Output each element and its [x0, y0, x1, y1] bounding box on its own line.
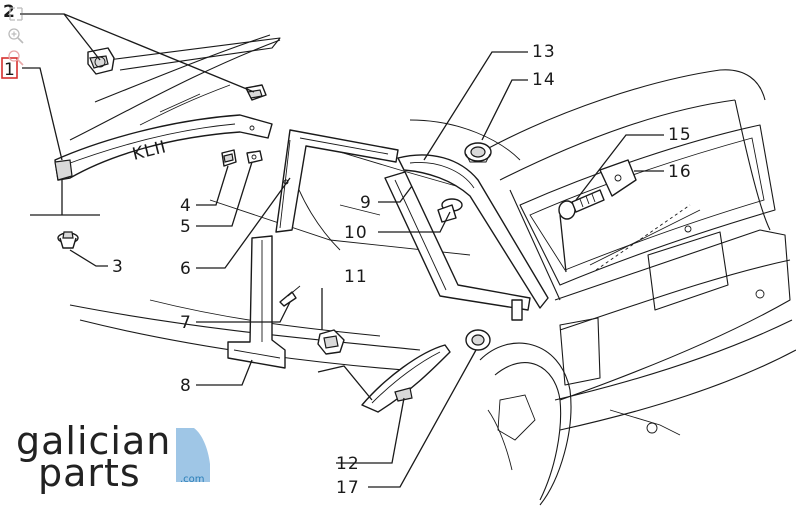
callout-1[interactable]: 1 [4, 60, 16, 80]
logo-suffix: .com [180, 474, 205, 485]
callout-17[interactable]: 17 [336, 478, 360, 498]
part-6-pillar-upper-trim [275, 129, 399, 233]
callout-5[interactable]: 5 [180, 217, 192, 237]
callout-8[interactable]: 8 [180, 376, 192, 396]
galicianparts-logo: galician parts .com [16, 424, 210, 494]
callout-4[interactable]: 4 [180, 196, 192, 216]
callout-9[interactable]: 9 [360, 193, 372, 213]
part-14-clip [464, 142, 492, 163]
part-8-pillar-lower-trim [227, 235, 286, 369]
logo-door-shape [176, 428, 210, 482]
logo-line1: galician [16, 424, 171, 463]
part-3-push-clip [57, 231, 79, 249]
callout-12[interactable]: 12 [336, 454, 360, 474]
fit-screen-icon[interactable] [6, 4, 26, 24]
car-body-outline [69, 34, 796, 506]
part-16-bracket [599, 159, 637, 197]
callout-14[interactable]: 14 [532, 70, 556, 90]
callout-2[interactable]: 2 [3, 2, 15, 22]
callout-labels: 2 1 3 4 5 6 7 8 9 10 11 12 13 14 15 16 1… [1, 2, 692, 498]
zoom-in-icon[interactable] [6, 26, 26, 46]
callout-3[interactable]: 3 [112, 257, 124, 277]
part-12-cover [361, 344, 451, 413]
callout-13[interactable]: 13 [532, 42, 556, 62]
part-2-clip-a [87, 47, 115, 75]
highlight-icon[interactable] [6, 48, 26, 68]
callout-6[interactable]: 6 [180, 259, 192, 279]
callout-10[interactable]: 10 [344, 223, 368, 243]
callout-11[interactable]: 11 [344, 267, 368, 287]
part-5-clip [246, 150, 263, 164]
part-11-clip [317, 329, 345, 355]
logo-line2: parts [38, 451, 141, 494]
part-10-push-pin [437, 198, 463, 223]
part-7-screw [279, 285, 301, 307]
callout-7[interactable]: 7 [180, 313, 192, 333]
part-15-bolt [558, 189, 605, 220]
callout-15[interactable]: 15 [668, 125, 692, 145]
part-2-clip-b [245, 84, 267, 101]
callout-16[interactable]: 16 [668, 162, 692, 182]
leader-lines [20, 13, 664, 488]
part-17-grommet [465, 329, 491, 351]
part-1-roof-trim [54, 114, 273, 181]
part-13-c-pillar-trim [397, 154, 549, 309]
part-4-clip [221, 149, 237, 167]
